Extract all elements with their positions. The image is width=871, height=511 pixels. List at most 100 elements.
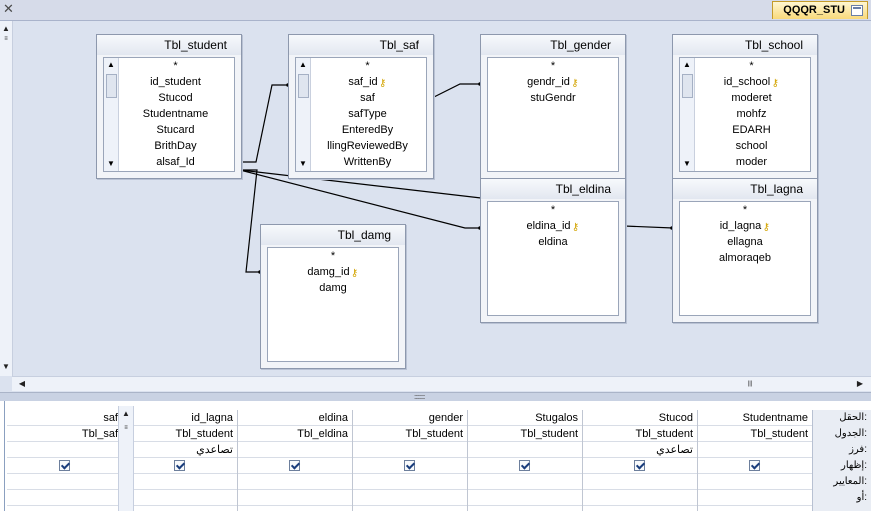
table-cell[interactable]: Tbl_student [467, 426, 582, 442]
field-cell[interactable]: Stugalos [467, 410, 582, 426]
scroll-down-arrow-icon[interactable]: ▼ [683, 159, 691, 168]
splitter-grip-icon[interactable]: ::::::::::: [414, 394, 425, 401]
field-cell[interactable]: Studentname [697, 410, 812, 426]
field-item[interactable]: moderet [696, 90, 807, 106]
scroll-thumb[interactable] [106, 74, 117, 98]
field-item[interactable]: eldina [488, 234, 618, 250]
or-cell[interactable] [582, 490, 697, 506]
scroll-thumb[interactable] [682, 74, 693, 98]
scroll-up-arrow-icon[interactable]: ▲ [299, 60, 307, 69]
query-document-tab[interactable]: QQQR_STU [772, 1, 868, 19]
field-item[interactable]: EDARH [696, 122, 807, 138]
field-item[interactable]: saf [312, 90, 423, 106]
show-checkbox[interactable] [58, 460, 70, 471]
table-cell[interactable]: Tbl_student [582, 426, 697, 442]
field-item[interactable]: almoraqeb [680, 250, 810, 266]
table-title[interactable]: Tbl_lagna [673, 179, 817, 199]
or-cell[interactable] [7, 490, 122, 506]
grid-scroll-thumb-icon[interactable]: ≡ [124, 425, 128, 431]
field-cell[interactable]: eldina [237, 410, 352, 426]
sort-cell[interactable] [467, 442, 582, 458]
table-cell[interactable]: Tbl_eldina [237, 426, 352, 442]
criteria-cell[interactable] [582, 474, 697, 490]
close-icon[interactable]: ✕ [3, 1, 14, 16]
field-item[interactable]: WrittenBy [312, 154, 423, 170]
field-item[interactable]: llingReviewedBy [312, 138, 423, 154]
scroll-up-arrow-icon[interactable]: ▲ [2, 24, 10, 33]
canvas-horizontal-scrollbar[interactable]: ◀ ||| ▶ [12, 376, 871, 391]
table-box-damg[interactable]: Tbl_damg *damg_id⚷damg [260, 224, 406, 369]
field-list-scrollbar[interactable]: ▲▼ [296, 58, 311, 171]
field-item[interactable]: damg [268, 280, 398, 296]
field-item[interactable]: alsaf_Id [120, 154, 231, 170]
table-cell[interactable]: Tbl_student [122, 426, 237, 442]
sort-cell[interactable]: تصاعدي [122, 442, 237, 458]
field-item[interactable]: saf_id⚷ [312, 74, 423, 90]
or-cell[interactable] [122, 490, 237, 506]
show-checkbox[interactable] [518, 460, 530, 471]
sort-cell[interactable]: تصاعدي [582, 442, 697, 458]
field-item[interactable]: damg_id⚷ [268, 264, 398, 280]
all-fields-item[interactable]: * [120, 58, 231, 74]
field-item[interactable]: id_lagna⚷ [680, 218, 810, 234]
criteria-cell[interactable] [352, 474, 467, 490]
scroll-thumb[interactable] [298, 74, 309, 98]
field-item[interactable]: gendr_id⚷ [488, 74, 618, 90]
criteria-cell[interactable] [7, 474, 122, 490]
field-item[interactable]: safType [312, 106, 423, 122]
field-item[interactable]: stuGendr [488, 90, 618, 106]
or-cell[interactable] [352, 490, 467, 506]
all-fields-item[interactable]: * [696, 58, 807, 74]
table-cell[interactable]: Tbl_student [352, 426, 467, 442]
field-cell[interactable]: id_lagna [122, 410, 237, 426]
scroll-down-arrow-icon[interactable]: ▼ [107, 159, 115, 168]
field-list-scrollbar[interactable]: ▲▼ [680, 58, 695, 171]
field-item[interactable]: moder [696, 154, 807, 170]
all-fields-item[interactable]: * [312, 58, 423, 74]
or-cell[interactable] [467, 490, 582, 506]
all-fields-item[interactable]: * [488, 202, 618, 218]
table-title[interactable]: Tbl_school [673, 35, 817, 55]
show-checkbox[interactable] [633, 460, 645, 471]
table-cell[interactable]: Tbl_saf [7, 426, 122, 442]
field-item[interactable]: id_student [120, 74, 231, 90]
field-cell[interactable]: gender [352, 410, 467, 426]
all-fields-item[interactable]: * [680, 202, 810, 218]
table-cell[interactable]: Tbl_student [697, 426, 812, 442]
scroll-thumb-grip-icon[interactable]: ≡ [4, 36, 8, 42]
table-box-eldina[interactable]: Tbl_eldina*eldina_id⚷eldina [480, 178, 626, 323]
sort-cell[interactable] [7, 442, 122, 458]
canvas-vertical-scrollbar[interactable]: ▲ ≡ ▼ [0, 21, 13, 376]
scroll-thumb-grip-icon[interactable]: ||| [747, 381, 753, 387]
sort-cell[interactable] [697, 442, 812, 458]
table-title[interactable]: Tbl_damg [261, 225, 405, 245]
field-item[interactable]: BrithDay [120, 138, 231, 154]
show-checkbox[interactable] [403, 460, 415, 471]
sort-cell[interactable] [237, 442, 352, 458]
grid-vertical-scrollbar[interactable]: ▲ ≡ [118, 406, 134, 511]
scroll-up-arrow-icon[interactable]: ▲ [683, 60, 691, 69]
scroll-left-arrow-icon[interactable]: ◀ [18, 379, 26, 388]
field-cell[interactable]: saf [7, 410, 122, 426]
all-fields-item[interactable]: * [268, 248, 398, 264]
table-title[interactable]: Tbl_saf [289, 35, 433, 55]
or-cell[interactable] [697, 490, 812, 506]
field-list-scrollbar[interactable]: ▲▼ [104, 58, 119, 171]
criteria-cell[interactable] [467, 474, 582, 490]
field-item[interactable]: eldina_id⚷ [488, 218, 618, 234]
show-checkbox[interactable] [173, 460, 185, 471]
field-item[interactable]: Stucard [120, 122, 231, 138]
scroll-down-arrow-icon[interactable]: ▼ [299, 159, 307, 168]
field-item[interactable]: school [696, 138, 807, 154]
table-box-gender[interactable]: Tbl_gender*gendr_id⚷stuGendr [480, 34, 626, 179]
field-item[interactable]: EnteredBy [312, 122, 423, 138]
field-item[interactable]: mohfz [696, 106, 807, 122]
show-checkbox[interactable] [748, 460, 760, 471]
